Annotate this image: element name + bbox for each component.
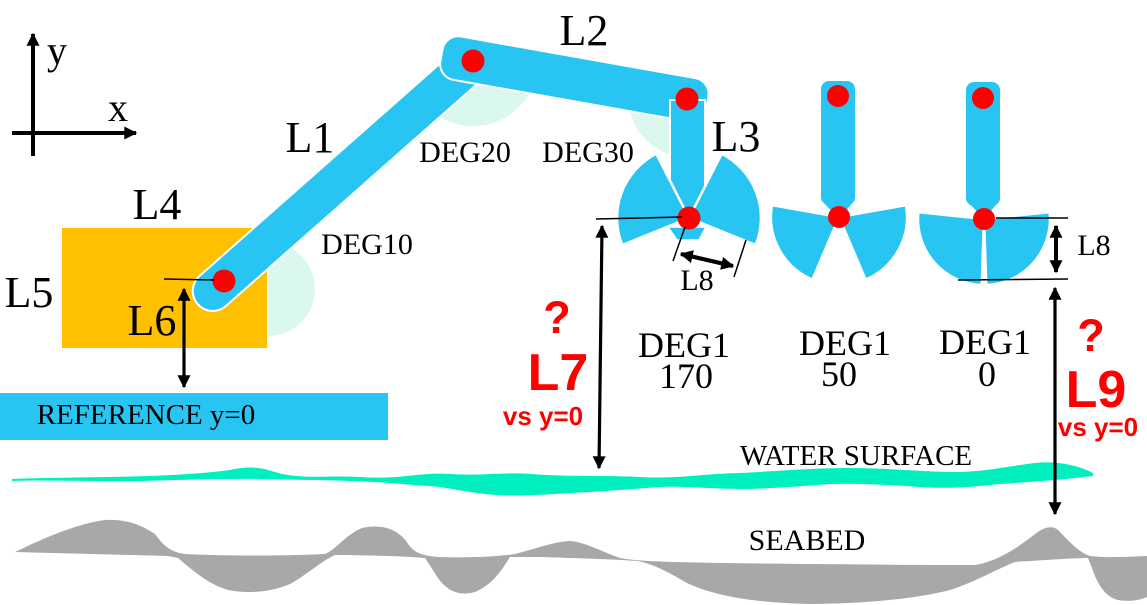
dimension-l7: [592, 216, 683, 470]
y-axis-label: y: [47, 28, 67, 73]
joint-dot-grab3: [973, 208, 995, 230]
dimension-l8-grab3: [957, 217, 1069, 281]
grab-bucket-open: [615, 152, 763, 247]
revolute-joints: [212, 49, 995, 293]
question-mark-l9: ?: [1077, 310, 1105, 361]
grab-right-jaw: [687, 152, 763, 247]
label-l7: L7: [528, 344, 589, 402]
dimension-l8-grab1: [672, 226, 747, 278]
joint-dot-grab3-top: [972, 87, 994, 109]
value-deg1-state3: 0: [978, 354, 996, 394]
seabed-terrain: [15, 519, 1147, 604]
question-mark-l7: ?: [543, 292, 571, 343]
label-l6: L6: [128, 296, 177, 345]
water-surface-label: WATER SURFACE: [740, 440, 972, 472]
jib-link-l2: [439, 35, 710, 123]
note-l7-vs-y0: vs y=0: [503, 401, 583, 431]
x-axis-label: x: [108, 85, 128, 130]
joint-dot-grab2-top: [827, 85, 849, 107]
seabed-label: SEABED: [749, 524, 866, 557]
deg10-angle-arc: [268, 242, 315, 336]
label-l8-grab1: L8: [680, 264, 713, 297]
label-deg1-state1: DEG1: [638, 325, 730, 365]
value-deg1-state2: 50: [821, 354, 857, 394]
label-deg20: DEG20: [419, 136, 511, 169]
joint-dot-body: [212, 269, 236, 293]
grab3-right-jaw: [982, 210, 1052, 287]
reference-label: REFERENCE y=0: [37, 399, 256, 431]
label-l1: L1: [286, 113, 335, 162]
label-l9: L9: [1066, 361, 1127, 419]
grab3-left-jaw: [916, 210, 986, 287]
label-l4: L4: [133, 180, 182, 229]
joint-dot-grab1: [677, 206, 701, 230]
joint-dot-jib-stick: [675, 87, 699, 111]
dimension-l6: [163, 278, 215, 389]
stick-link-l3: [669, 99, 706, 220]
label-l3: L3: [712, 112, 761, 161]
label-deg1-state2: DEG1: [799, 323, 891, 363]
value-deg1-state1: 170: [659, 356, 713, 396]
grab2-left-jaw: [769, 203, 841, 282]
joint-dot-grab2: [828, 206, 850, 228]
label-l5: L5: [5, 268, 54, 317]
grab-bucket-half-open: [769, 79, 909, 282]
label-l8-grab3: L8: [1077, 229, 1110, 262]
label-deg30: DEG30: [542, 136, 634, 169]
note-l9-vs-y0: vs y=0: [1058, 412, 1138, 442]
water-surface-wave: [12, 462, 1093, 496]
coordinate-axes: [12, 32, 138, 156]
reference-bar: [0, 393, 388, 440]
joint-dot-boom-jib: [461, 49, 485, 73]
label-deg10: DEG10: [321, 228, 413, 261]
grab-left-jaw: [615, 152, 691, 247]
label-deg1-state3: DEG1: [939, 322, 1031, 362]
grab2-right-jaw: [837, 203, 909, 282]
label-l2: L2: [560, 6, 609, 55]
grab-bucket-closed: [916, 80, 1052, 287]
